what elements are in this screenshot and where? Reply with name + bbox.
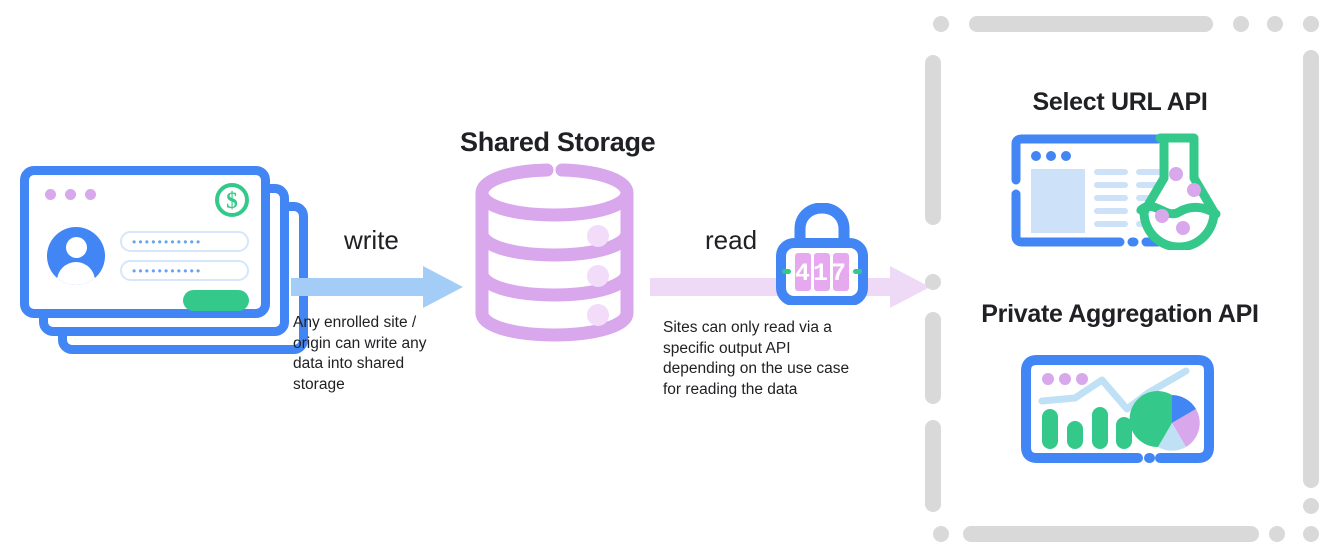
select-url-api-illustration [1008, 132, 1233, 255]
frame-dash-top-1 [969, 16, 1213, 32]
dollar-badge-icon: $ [215, 183, 249, 217]
window-dots-icon [45, 189, 96, 200]
database-cylinder-icon [467, 163, 642, 348]
pie-chart-icon [1129, 391, 1200, 451]
write-caption: Any enrolled site / origin can write any… [293, 314, 427, 393]
svg-text:417: 417 [795, 259, 849, 288]
frame-dash-left-1 [925, 55, 941, 225]
frame-dash-left-dot-1 [925, 274, 941, 290]
shared-storage-title: Shared Storage [460, 127, 656, 157]
frame-dash-top-dot-3 [1267, 16, 1283, 32]
frame-dash-right-dot-2 [1303, 498, 1319, 514]
frame-dash-right-dot-1 [1303, 16, 1319, 32]
dollar-symbol: $ [226, 187, 238, 213]
avatar-head [65, 237, 87, 258]
avatar-icon [47, 227, 105, 285]
frame-dash-bottom-1 [963, 526, 1259, 542]
lock-icon: 417 [776, 202, 868, 310]
flask-icon [1136, 133, 1221, 252]
window-dot-2-icon [65, 189, 76, 200]
username-field[interactable]: ••••••••••• [120, 231, 249, 252]
source-sites-cards: $ ••••••••••• ••••••••••• [18, 166, 318, 366]
private-aggregation-api-illustration [1020, 353, 1220, 478]
frame-dash-right-1 [1303, 50, 1319, 488]
frame-dash-top-dot-1 [933, 16, 949, 32]
lock-digits: 417 [795, 253, 849, 291]
frame-dash-left-3 [925, 420, 941, 512]
output-apis-frame [921, 12, 1321, 542]
submit-button[interactable] [183, 290, 249, 311]
window-dot-1-icon [45, 189, 56, 200]
select-url-api-panel: Select URL API [960, 88, 1280, 263]
private-aggregation-api-panel: Private Aggregation API [950, 300, 1290, 485]
frame-dash-top-dot-2 [1233, 16, 1249, 32]
avatar-body [57, 262, 95, 285]
window-dot-3-icon [85, 189, 96, 200]
frame-dash-bottom-dot-3 [1303, 526, 1319, 542]
private-aggregation-api-title: Private Aggregation API [981, 300, 1259, 328]
frame-dash-left-2 [925, 312, 941, 404]
write-label: write [344, 225, 399, 255]
read-caption: Sites can only read via a specific outpu… [663, 319, 850, 398]
write-arrow-icon [291, 265, 463, 314]
password-field[interactable]: ••••••••••• [120, 260, 249, 281]
select-url-api-title: Select URL API [1032, 88, 1208, 116]
site-card-front: $ ••••••••••• ••••••••••• [20, 166, 270, 318]
frame-dash-bottom-dot-1 [933, 526, 949, 542]
frame-dash-bottom-dot-2 [1269, 526, 1285, 542]
read-label: read [705, 225, 758, 255]
